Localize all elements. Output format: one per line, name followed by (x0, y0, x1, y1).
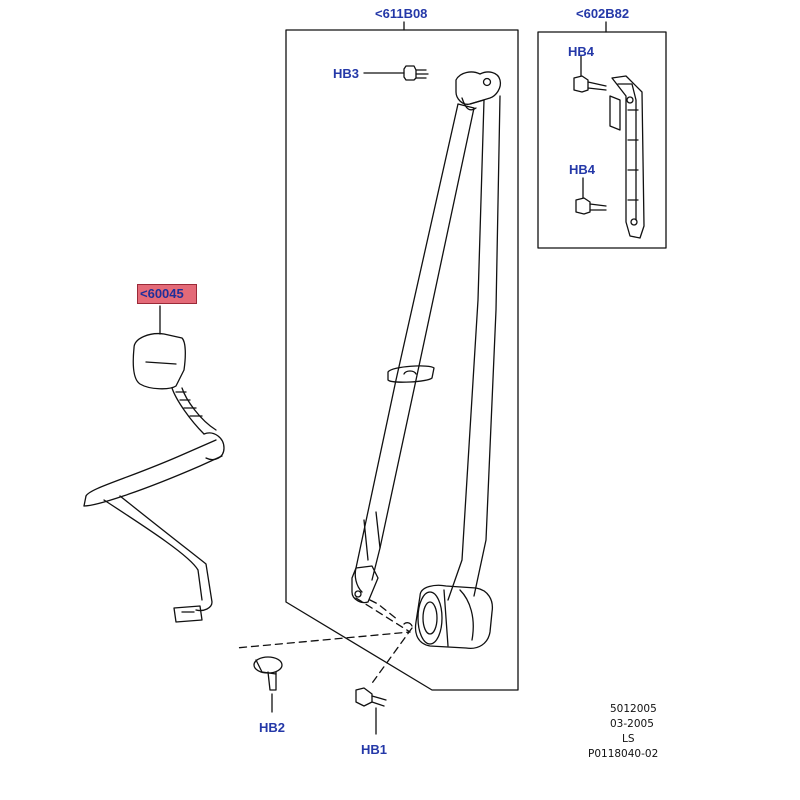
callout-hb4-top: HB4 (568, 44, 595, 59)
callout-hb1: HB1 (361, 742, 388, 757)
bolt-hb2-drawing (253, 656, 283, 713)
callout-hb4-bottom: HB4 (569, 162, 596, 177)
belt-assembly-outline (285, 29, 519, 691)
callout-611b08: <611B08 (375, 6, 428, 21)
callout-602b82: <602B82 (576, 6, 630, 21)
buckle-drawing (83, 305, 225, 623)
height-adjuster-drawing (573, 55, 645, 239)
callout-hb3: HB3 (333, 66, 360, 81)
fixing-leaders (235, 597, 413, 687)
belt-webbing (351, 71, 502, 604)
reference-line-3: LS (622, 733, 635, 745)
callout-60045-highlighted: <60045 (137, 284, 197, 304)
reference-line-4: P0118040-02 (588, 748, 659, 760)
reference-line-1: 5012005 (610, 703, 657, 715)
callout-hb2: HB2 (259, 720, 286, 735)
bolt-hb1-drawing (355, 687, 387, 735)
drawing-reference-block: 5012005 03-2005 LS P0118040-02 (588, 702, 698, 762)
height-adjuster-outline (537, 31, 667, 249)
reference-line-2: 03-2005 (610, 718, 654, 730)
belt-retractor (403, 584, 494, 650)
bolt-hb3-drawing (363, 65, 429, 81)
